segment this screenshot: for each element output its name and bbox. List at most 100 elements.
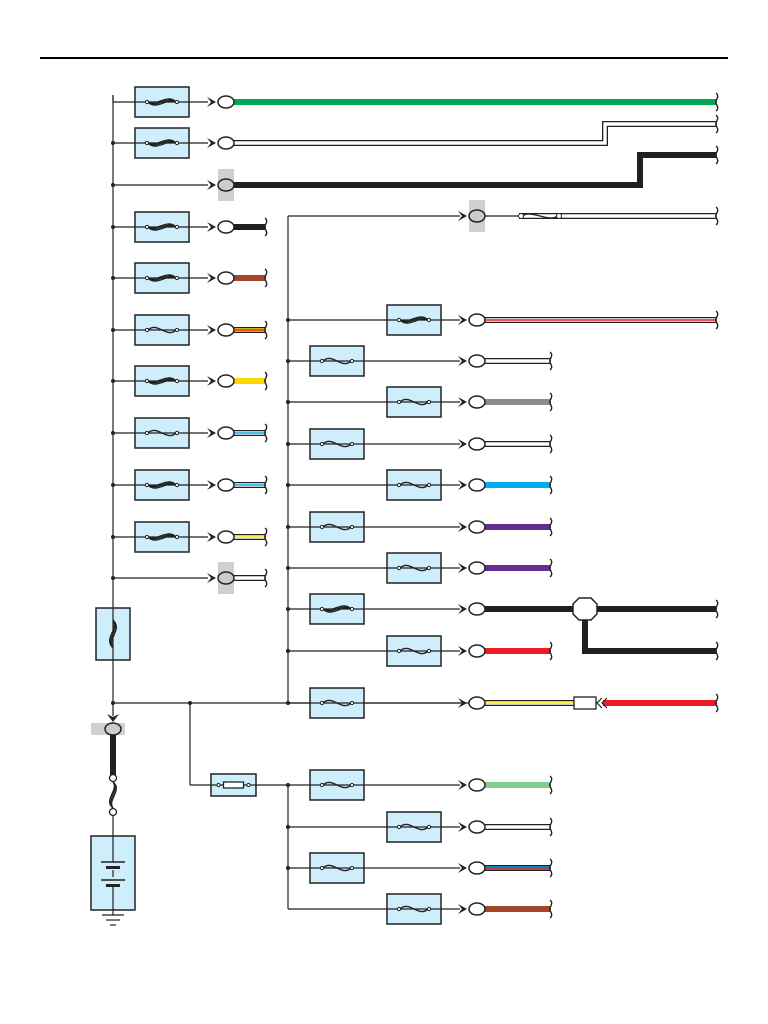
connector	[458, 696, 486, 710]
junction-dot	[111, 183, 115, 187]
connector	[458, 778, 486, 792]
connector-pin	[104, 722, 122, 736]
junction-dot	[111, 701, 115, 705]
connector-pin	[217, 374, 235, 388]
connector-pin	[468, 820, 486, 834]
connector-pin	[217, 95, 235, 109]
wire-break	[549, 899, 553, 919]
arrow-icon	[207, 222, 216, 232]
cartridge-fuse-symbol	[210, 773, 257, 797]
connector	[207, 220, 235, 234]
connector	[458, 437, 486, 451]
arrow-icon	[458, 211, 467, 221]
connector	[207, 530, 235, 544]
wire-break	[715, 693, 719, 713]
fusible-link-icon	[322, 607, 352, 613]
wire-break	[549, 641, 553, 661]
terminal	[319, 782, 325, 788]
left-circuit	[111, 114, 719, 159]
wire-break	[549, 434, 553, 454]
wire-break	[715, 310, 719, 330]
fuse-symbol	[386, 469, 442, 501]
wire-break	[549, 817, 553, 837]
wire-break	[549, 351, 553, 371]
terminal	[349, 524, 355, 530]
fuse-icon	[147, 326, 177, 334]
fuse-icon	[322, 781, 352, 789]
connector	[207, 562, 235, 594]
terminal	[144, 482, 150, 488]
arrow-icon	[458, 356, 467, 366]
terminal	[349, 441, 355, 447]
junction-dot	[111, 379, 115, 383]
terminal	[319, 865, 325, 871]
fuse-icon	[399, 398, 429, 406]
terminal	[426, 906, 432, 912]
right-circuit	[286, 304, 719, 336]
right-circuit	[286, 511, 553, 543]
connector-pin	[468, 520, 486, 534]
connector-pin	[468, 644, 486, 658]
wire-break	[264, 475, 268, 495]
wire-break	[264, 217, 268, 237]
fuse-icon	[147, 429, 177, 437]
connector-pin	[217, 271, 235, 285]
terminal	[144, 430, 150, 436]
terminal	[426, 482, 432, 488]
fuse-icon	[322, 699, 352, 707]
connector-pin	[468, 861, 486, 875]
wire-break	[549, 475, 553, 495]
connector-pin	[217, 178, 235, 192]
right-circuit	[286, 593, 719, 661]
splice-point	[572, 597, 598, 621]
terminal	[174, 224, 180, 230]
wire	[582, 609, 716, 654]
fusible-link-icon	[147, 141, 177, 147]
junction-dot	[286, 525, 290, 529]
fuse-icon	[399, 823, 429, 831]
connector	[207, 478, 235, 492]
connector	[207, 169, 235, 201]
connector-pin	[217, 136, 235, 150]
fusible-link-symbol	[134, 365, 190, 397]
fuse-symbol	[386, 893, 442, 925]
connector	[458, 644, 486, 658]
fuse-icon	[399, 481, 429, 489]
fusible-link-symbol	[386, 304, 442, 336]
junction-dot	[286, 483, 290, 487]
fuse-symbol	[386, 811, 442, 843]
terminal	[349, 700, 355, 706]
fusible-link-symbol	[134, 262, 190, 294]
terminal	[319, 606, 325, 612]
arrow-icon	[458, 522, 467, 532]
fuse-symbol	[309, 687, 365, 719]
fusible-link-symbol	[309, 593, 365, 625]
terminal	[216, 782, 221, 788]
wire-break	[549, 858, 553, 878]
main-fusible-link	[95, 607, 131, 661]
fusible-link-symbol	[134, 469, 190, 501]
junction-dot	[111, 535, 115, 539]
connector	[458, 902, 486, 916]
terminal	[174, 327, 180, 333]
right-circuit	[286, 386, 553, 418]
terminal	[518, 213, 524, 219]
connector	[458, 861, 486, 875]
terminal	[396, 565, 402, 571]
junction-dot	[286, 442, 290, 446]
connector-pin	[468, 209, 486, 223]
arrow-icon	[207, 428, 216, 438]
connector-pin	[468, 437, 486, 451]
connector-pin	[468, 602, 486, 616]
arrow-icon	[458, 480, 467, 490]
junction-dot	[286, 783, 290, 787]
connector	[207, 271, 235, 285]
fusible-link-icon	[399, 318, 429, 324]
arrow-icon	[207, 573, 216, 583]
terminal	[144, 99, 150, 105]
connector	[458, 200, 486, 232]
fuse-icon	[399, 905, 429, 913]
junction-dot	[111, 431, 115, 435]
connector	[458, 520, 486, 534]
